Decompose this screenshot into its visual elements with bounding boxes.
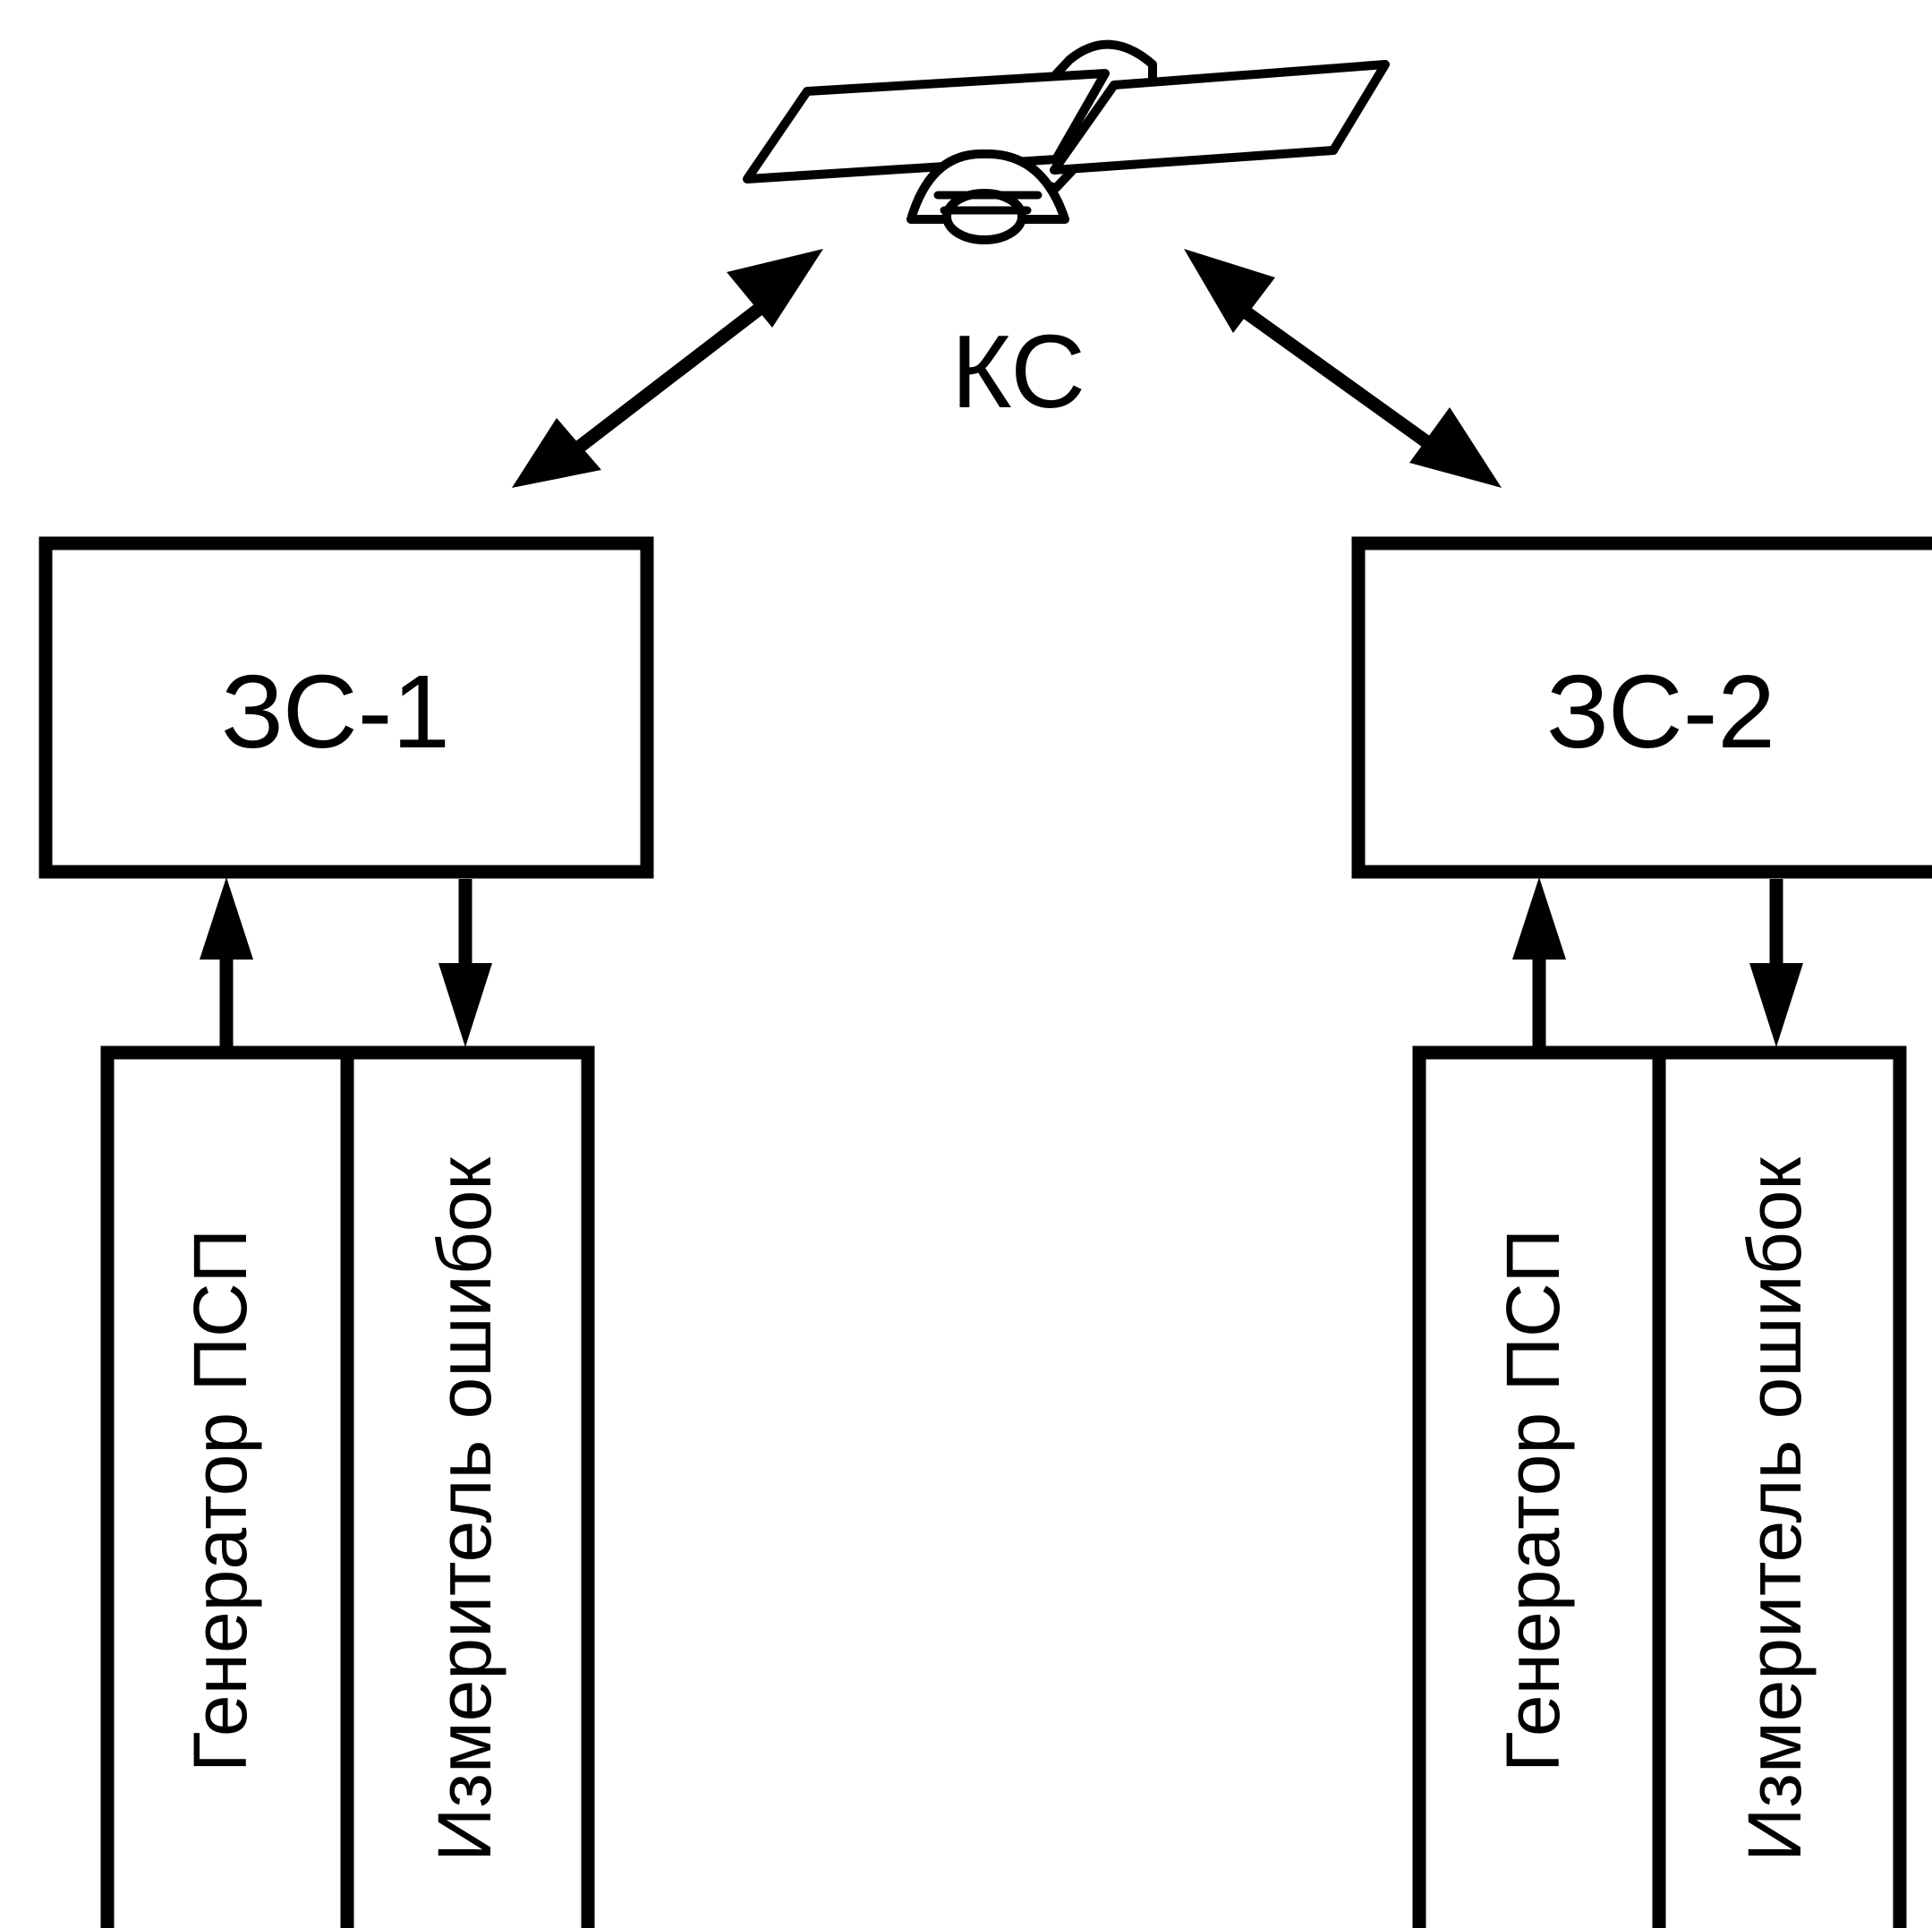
- satellite-label: КС: [951, 313, 1085, 430]
- station-1-output-arrow: [438, 879, 492, 1047]
- station-2-input-arrow: [1512, 877, 1566, 1052]
- station-1-generator-label: Генератор ПСП: [178, 1229, 262, 1772]
- station-1-label: ЗС-1: [221, 653, 450, 770]
- station-1-box: [38, 536, 654, 879]
- station-2-meter-label: Измеритель ошибок: [1732, 1156, 1817, 1862]
- station-2-output-arrow: [1749, 879, 1803, 1047]
- station-2-label: ЗС-2: [1546, 653, 1775, 770]
- station-1-meter-label: Измеритель ошибок: [422, 1156, 506, 1862]
- uplink-arrow-left: [512, 249, 823, 488]
- satellite-right-panel: [1050, 60, 1390, 175]
- satellite-left-panel: [743, 69, 1110, 183]
- satellite-dish-core: [942, 189, 1026, 244]
- station-2-generator-label: Генератор ПСП: [1491, 1229, 1575, 1772]
- uplink-arrow-right: [1184, 249, 1502, 488]
- station-1-input-arrow: [200, 877, 253, 1052]
- satellite-icon: [743, 39, 1390, 244]
- station-2-box: [1351, 536, 1932, 879]
